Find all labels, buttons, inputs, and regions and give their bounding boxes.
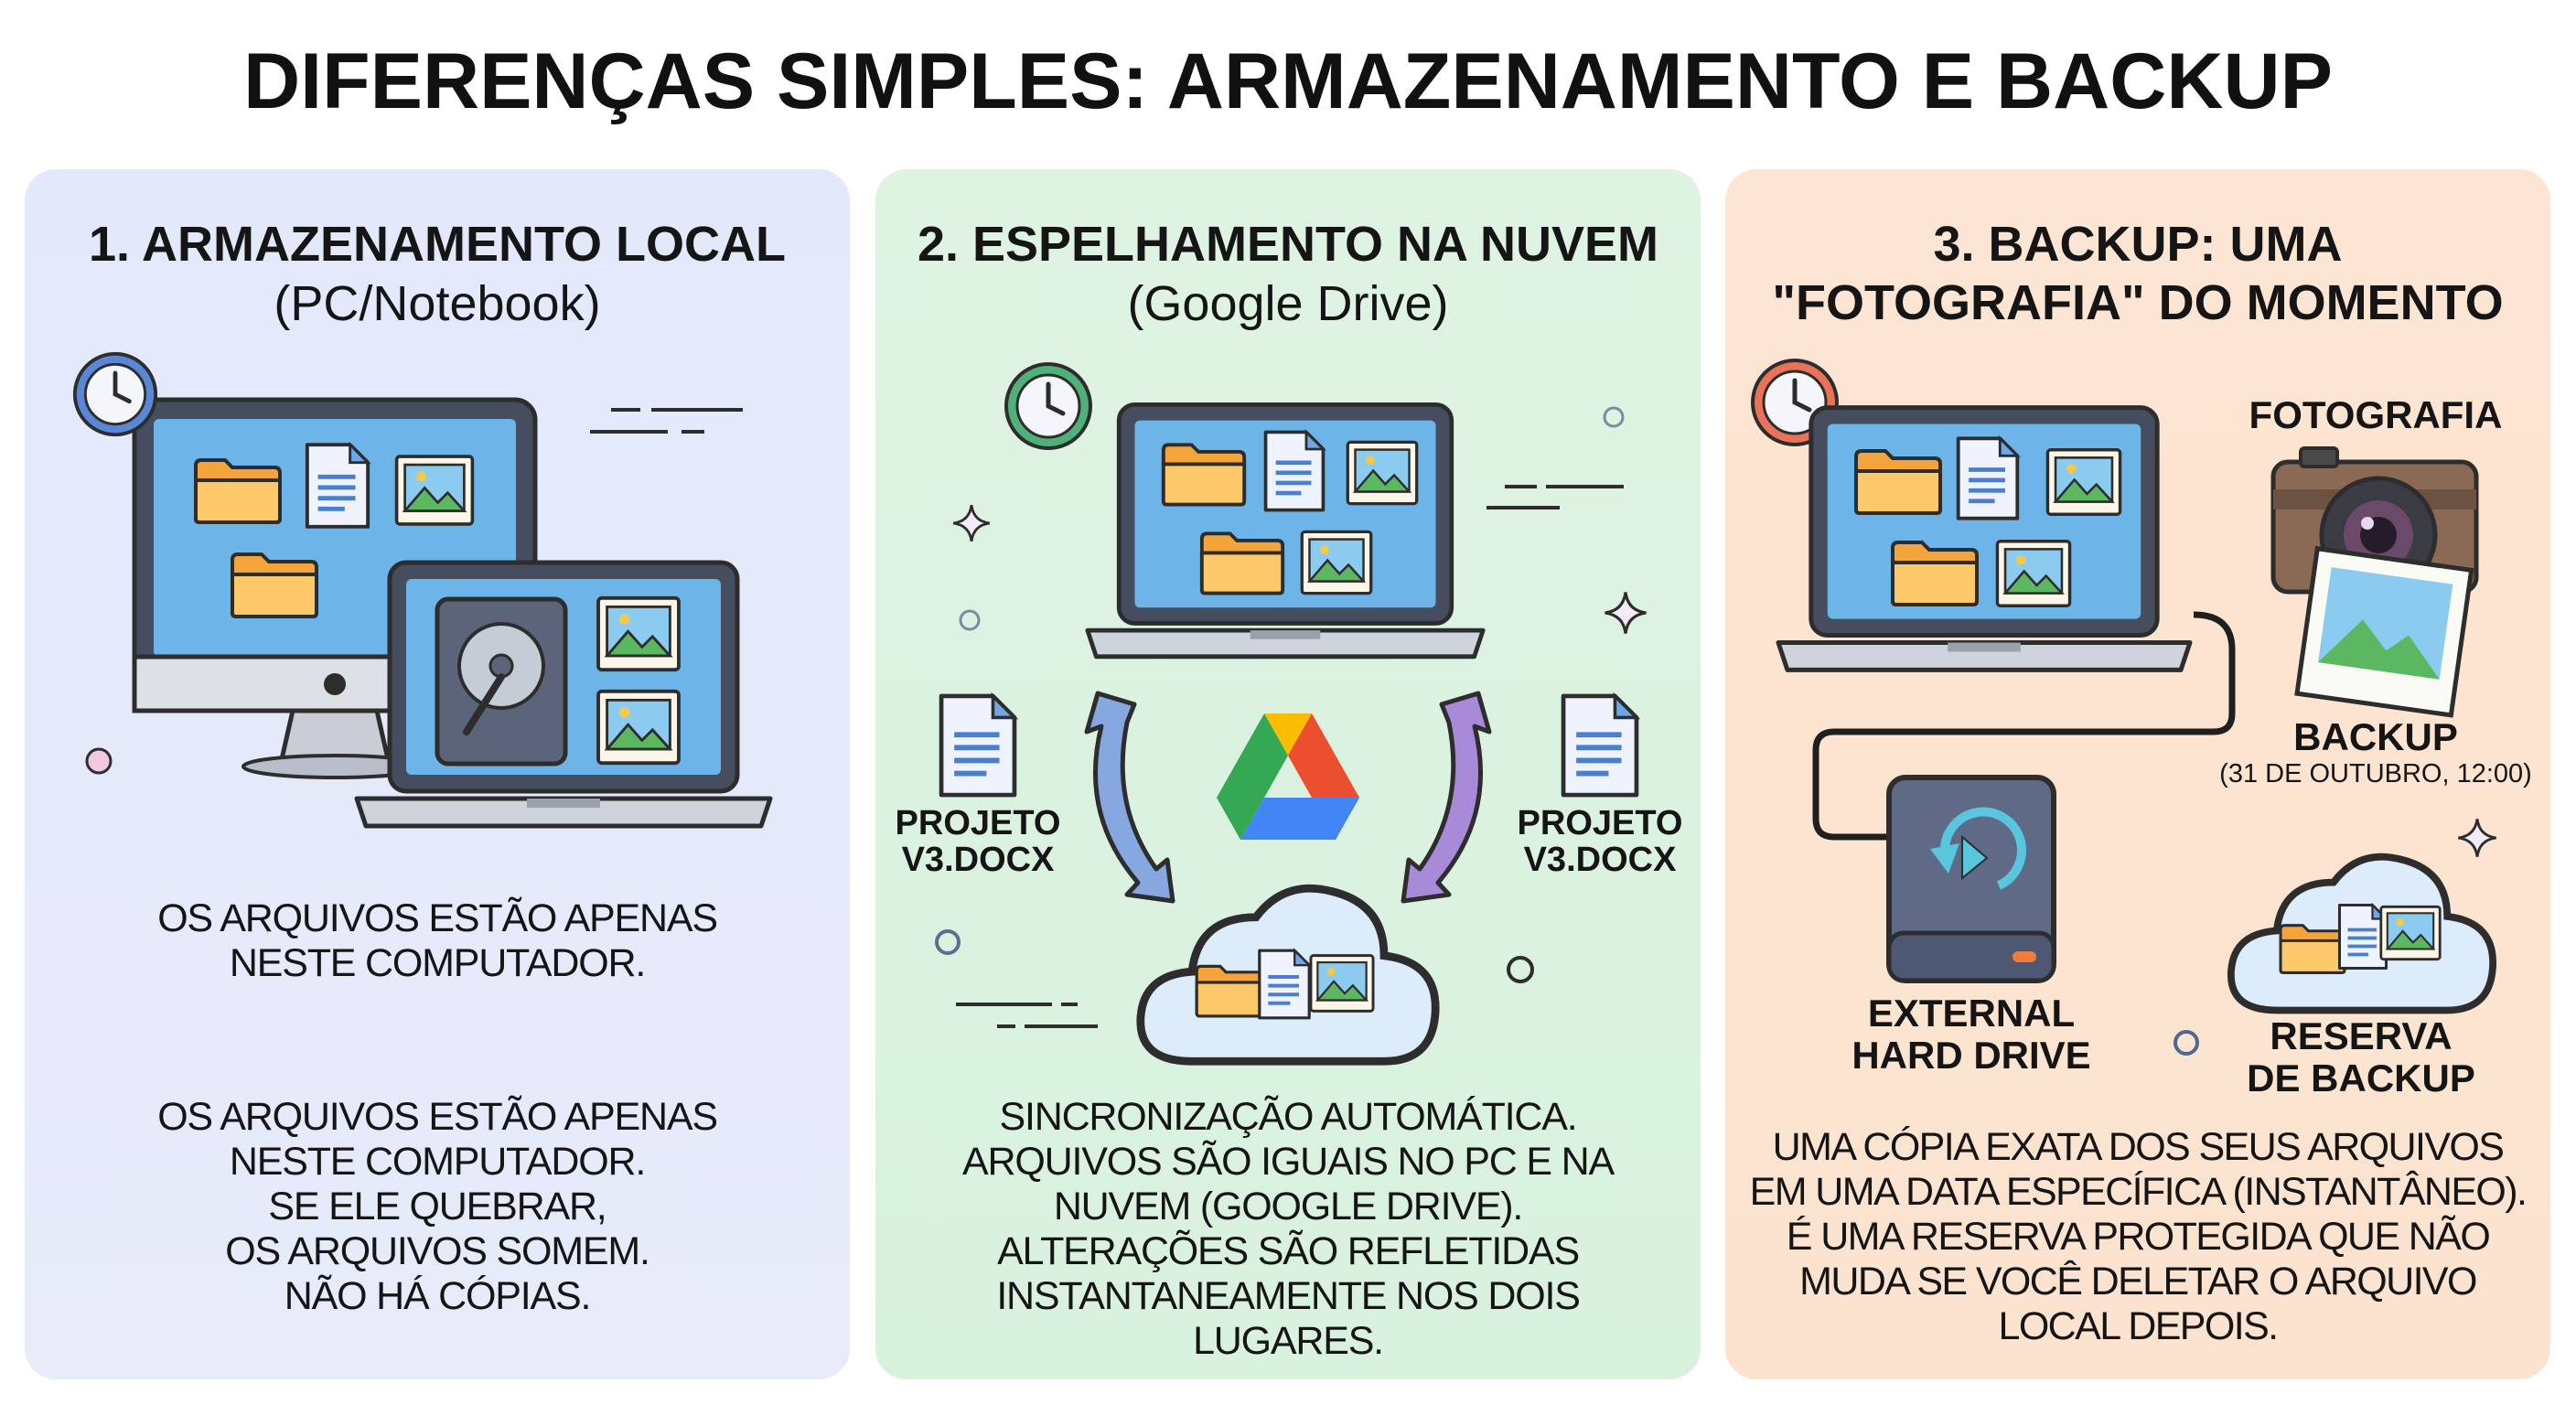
panel-description: OS ARQUIVOS ESTÃO APENAS NESTE COMPUTADO…	[25, 1095, 850, 1319]
description-line: UMA CÓPIA EXATA DOS SEUS ARQUIVOS	[1772, 1125, 2505, 1169]
document-icon	[941, 696, 1014, 795]
folder-icon	[1891, 541, 1979, 606]
motion-lines	[590, 408, 743, 434]
google-drive-icon	[1217, 713, 1359, 840]
label-line: DE BACKUP	[2247, 1056, 2475, 1099]
camera-icon	[2270, 446, 2479, 595]
image-icon	[1346, 440, 1419, 506]
clock-icon	[75, 354, 156, 434]
panel-description: UMA CÓPIA EXATA DOS SEUS ARQUIVOS EM UMA…	[1725, 1125, 2550, 1349]
backup-reserve-label: RESERVA DE BACKUP	[2247, 1015, 2475, 1099]
backup-date: (31 DE OUTUBRO, 12:00)	[2219, 759, 2532, 788]
label-line: HARD DRIVE	[1852, 1034, 2091, 1077]
folder-icon	[2279, 924, 2346, 974]
description-line: LOCAL DEPOIS.	[1998, 1304, 2280, 1348]
folder-icon	[1199, 531, 1285, 595]
image-icon	[596, 689, 681, 766]
description-line: OS ARQUIVOS SOMEM.	[225, 1229, 650, 1273]
label-line: V3.DOCX	[1523, 841, 1677, 879]
image-icon	[394, 455, 475, 526]
description-line: INSTANTANEAMENTE NOS DOIS	[996, 1274, 1581, 1318]
panel-subheading: (PC/Notebook)	[274, 276, 601, 331]
description-line: NESTE COMPUTADOR.	[229, 1140, 646, 1184]
panel-heading: 1. ARMAZENAMENTO LOCAL	[89, 217, 786, 272]
page-title: DIFERENÇAS SIMPLES: ARMAZENAMENTO E BACK…	[243, 38, 2333, 125]
usb-cable	[1812, 611, 2236, 841]
photo-label: FOTOGRAFIA	[2249, 393, 2503, 436]
description-line: OS ARQUIVOS ESTÃO APENAS	[157, 1095, 718, 1139]
document-icon	[307, 445, 368, 527]
clock-icon	[1006, 364, 1090, 448]
decorative-dot	[85, 747, 113, 775]
panel-caption: OS ARQUIVOS ESTÃO APENAS NESTE COMPUTADO…	[25, 896, 850, 986]
description-line: NÃO HÁ CÓPIAS.	[284, 1274, 592, 1318]
sync-arrow-icon	[1084, 691, 1492, 904]
folder-icon	[1195, 964, 1266, 1018]
image-icon	[2045, 448, 2122, 516]
folder-icon	[1161, 443, 1247, 507]
external-drive-icon	[1886, 775, 2056, 983]
panel-description: SINCRONIZAÇÃO AUTOMÁTICA. ARQUIVOS SÃO I…	[875, 1095, 1701, 1364]
backup-label: BACKUP	[2293, 715, 2458, 758]
image-icon	[596, 595, 681, 672]
photo-print-icon	[2294, 545, 2474, 718]
description-line: ALTERAÇÕES SÃO REFLETIDAS	[997, 1229, 1580, 1273]
label-line: EXTERNAL	[1867, 992, 2076, 1035]
caption-line: NESTE COMPUTADOR.	[229, 941, 646, 985]
image-icon	[2379, 905, 2442, 961]
folder-icon	[194, 458, 282, 524]
panel-backup: 3. BACKUP: UMA "FOTOGRAFIA" DO MOMENTO U…	[1725, 169, 2550, 1379]
file-label-right: PROJETO V3.DOCX	[1518, 805, 1683, 878]
sparkle-icon	[1603, 590, 1648, 636]
description-line: SINCRONIZAÇÃO AUTOMÁTICA.	[999, 1095, 1578, 1139]
sparkle-icon	[2456, 817, 2498, 859]
image-icon	[1309, 954, 1375, 1013]
heading-line: "FOTOGRAFIA" DO MOMENTO	[1772, 275, 2504, 330]
caption-line: OS ARQUIVOS ESTÃO APENAS	[157, 896, 718, 940]
image-icon	[1995, 540, 2072, 607]
document-icon	[1266, 432, 1324, 509]
description-line: NUVEM (GOOGLE DRIVE).	[1053, 1185, 1524, 1228]
document-icon	[1959, 438, 2018, 518]
document-icon	[1260, 950, 1309, 1018]
description-line: LUGARES.	[1193, 1319, 1384, 1363]
description-line: MUDA SE VOCÊ DELETAR O ARQUIVO	[1799, 1260, 2477, 1303]
label-line: PROJETO	[895, 804, 1061, 842]
description-line: SE ELE QUEBRAR,	[268, 1185, 606, 1228]
heading-line: 3. BACKUP: UMA	[1933, 217, 2343, 272]
label-line: RESERVA	[2270, 1014, 2453, 1057]
document-icon	[1563, 696, 1637, 795]
hard-disk-icon	[435, 596, 568, 767]
description-line: É UMA RESERVA PROTEGIDA QUE NÃO	[1786, 1215, 2491, 1259]
folder-icon	[1854, 449, 1942, 515]
panel-heading: 2. ESPELHAMENTO NA NUVEM	[917, 217, 1659, 272]
label-line: V3.DOCX	[901, 841, 1055, 879]
panel-subheading: (Google Drive)	[1127, 276, 1449, 331]
description-line: EM UMA DATA ESPECÍFICA (INSTANTÂNEO).	[1749, 1170, 2528, 1214]
label-line: PROJETO	[1517, 804, 1683, 842]
panel-heading: 3. BACKUP: UMA "FOTOGRAFIA" DO MOMENTO	[1725, 215, 2550, 332]
external-drive-label: EXTERNAL HARD DRIVE	[1852, 992, 2090, 1077]
document-icon	[2337, 903, 2388, 971]
file-label-left: PROJETO V3.DOCX	[896, 805, 1061, 878]
description-line: ARQUIVOS SÃO IGUAIS NO PC E NA	[962, 1140, 1615, 1184]
image-icon	[1300, 530, 1373, 595]
folder-icon	[231, 552, 318, 618]
sparkle-icon	[951, 503, 992, 543]
